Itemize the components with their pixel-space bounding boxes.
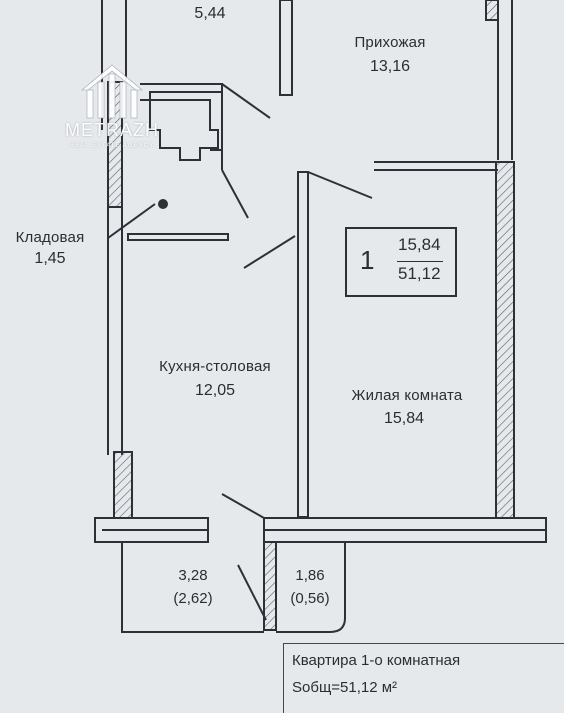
balcony1-reduced-area: (2,62) [173,590,213,607]
wall-top-partition [279,0,293,96]
hallway-name: Прихожая [354,34,426,51]
balcony2-outline [276,542,346,633]
balcony2-reduced-area: (0,56) [290,590,330,607]
wall-living-left [297,171,309,518]
metrazh-logo: METRAZH REAL ESTATE AGENCY [52,60,172,155]
summary-living-area: 15,84 [398,235,441,254]
door-swing-balcony1 [237,564,267,621]
storage-dot [158,199,168,209]
bathroom-area: 5,44 [194,5,226,22]
door-swing-balcony [221,493,265,519]
wall-storage-bottom [127,233,229,241]
wall-hatch-right [495,161,515,519]
wall-hatch-top-right [485,0,499,21]
summary-room-count: 1 [360,245,375,275]
living-name: Жилая комната [351,387,463,404]
logo-name: METRAZH [65,120,159,140]
apartment-total-area: Sобщ=51,12 м² [292,679,398,696]
living-area: 15,84 [383,410,425,427]
apartment-type: Квартира 1-о комнатная [292,652,461,669]
storage-area: 1,45 [34,250,66,267]
door-swing-storage [221,169,249,219]
balcony2-area: 1,86 [295,567,325,584]
logo-subtitle: REAL ESTATE AGENCY [69,143,155,149]
hallway-area: 13,16 [369,58,411,75]
balcony1-outline [121,542,264,633]
summary-fraction-line [397,261,443,262]
storage-pointer-line [107,203,156,239]
kitchen-area: 12,05 [194,382,236,399]
balcony1-area: 3,28 [178,567,208,584]
kitchen-name: Кухня-столовая [159,358,271,375]
area-summary-box: 1 15,84 51,12 [345,227,457,297]
door-swing-living [307,171,373,199]
summary-total-area: 51,12 [398,264,441,283]
apartment-info-box: Квартира 1-о комнатная Sобщ=51,12 м² [283,643,564,713]
logo-house-icon [81,64,143,119]
door-swing-kitchen [243,235,296,269]
storage-name: Кладовая [15,229,85,246]
wall-balcony-divider [263,541,277,631]
wall-hatch-kitchen [113,451,133,519]
door-swing-bath [221,83,271,119]
shaft-inner [149,99,219,161]
shaft-outline [140,83,223,101]
